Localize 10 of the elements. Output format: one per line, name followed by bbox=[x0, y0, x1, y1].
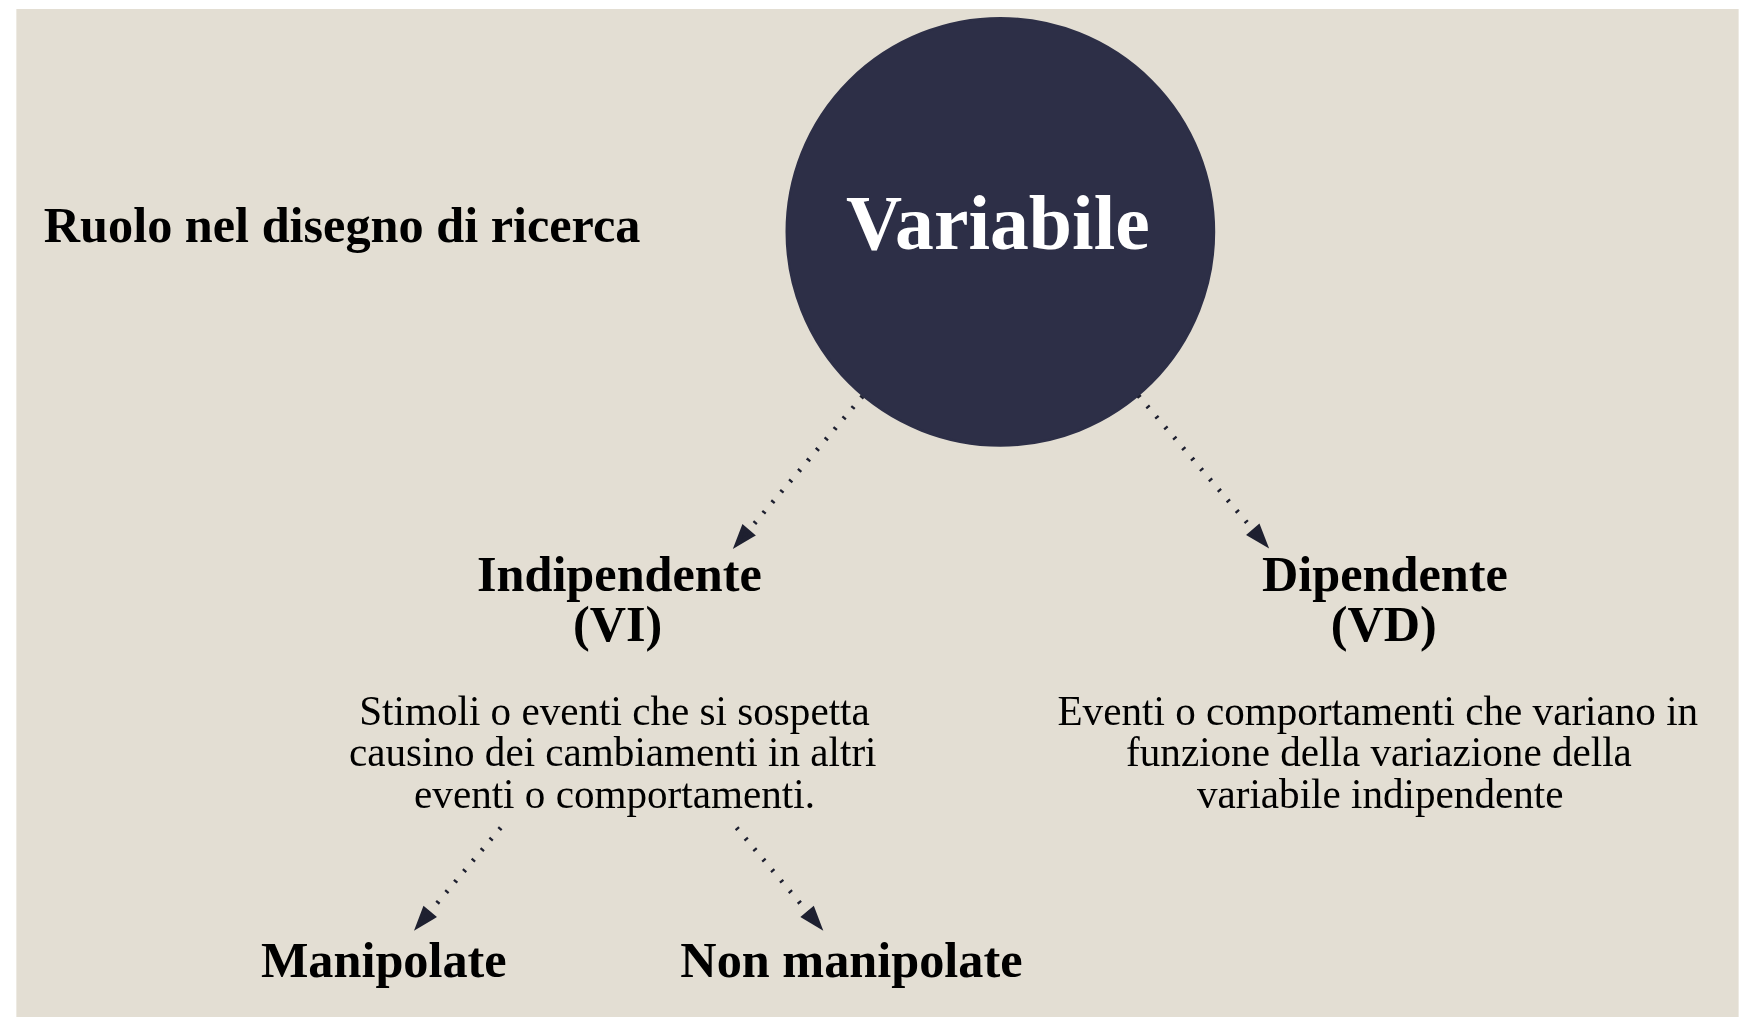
node-circle: Variabile bbox=[785, 16, 1216, 447]
arrow bbox=[414, 825, 503, 931]
arrow bbox=[734, 825, 824, 931]
node-text: Non manipolate bbox=[680, 931, 1023, 988]
node-text: Indipendente (VI) Stimoli o eventi che si sospetta causino dei cambiamenti in altri eventi o comportamenti. bbox=[348, 545, 877, 817]
node-text: Manipolate bbox=[260, 931, 507, 988]
label: Ruolo nel disegno di ricerca bbox=[43, 196, 641, 253]
node-text: Dipendente (VD) Eventi o comportamenti che variano in funzione della variazione della variabile indipendente bbox=[1057, 545, 1699, 817]
arrow bbox=[1136, 393, 1270, 548]
arrow bbox=[732, 394, 865, 549]
